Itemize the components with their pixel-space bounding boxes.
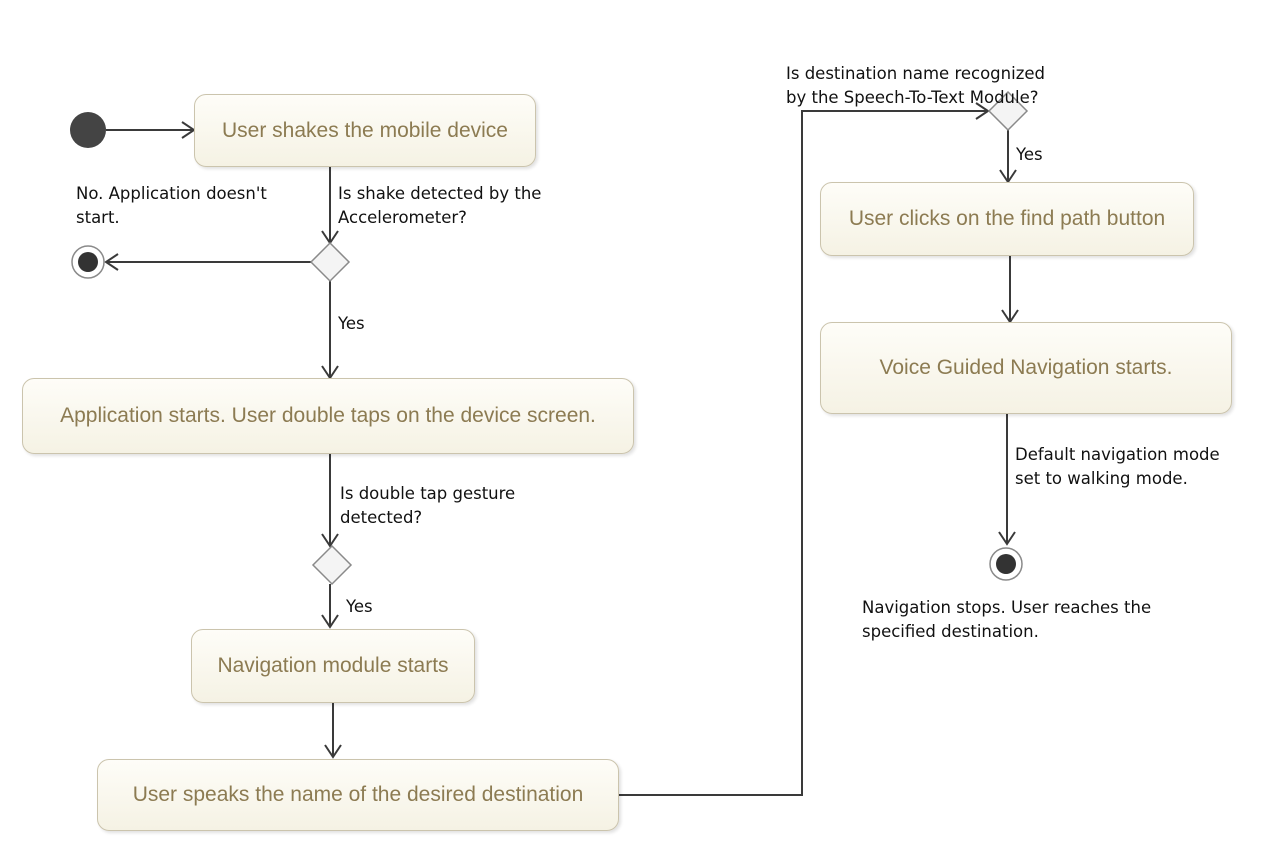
decision-double-tap-detected	[311, 544, 353, 586]
node-navigation-module-starts: Navigation module starts	[191, 629, 475, 703]
node-voice-guided-navigation: Voice Guided Navigation starts.	[820, 322, 1232, 414]
node-user-shakes-device: User shakes the mobile device	[194, 94, 536, 167]
node-user-speaks-destination: User speaks the name of the desired dest…	[97, 759, 619, 831]
initial-node	[70, 112, 106, 148]
decision-destination-recognized	[987, 90, 1029, 132]
label-yes-tap: Yes	[346, 597, 373, 616]
decision-shake-detected	[309, 241, 351, 283]
label-yes-shake: Yes	[338, 314, 365, 333]
node-find-path-button: User clicks on the find path button	[820, 182, 1194, 256]
node-application-starts: Application starts. User double taps on …	[22, 378, 634, 454]
label-yes-destination: Yes	[1016, 145, 1043, 164]
edge-speak-to-decision	[618, 110, 988, 796]
